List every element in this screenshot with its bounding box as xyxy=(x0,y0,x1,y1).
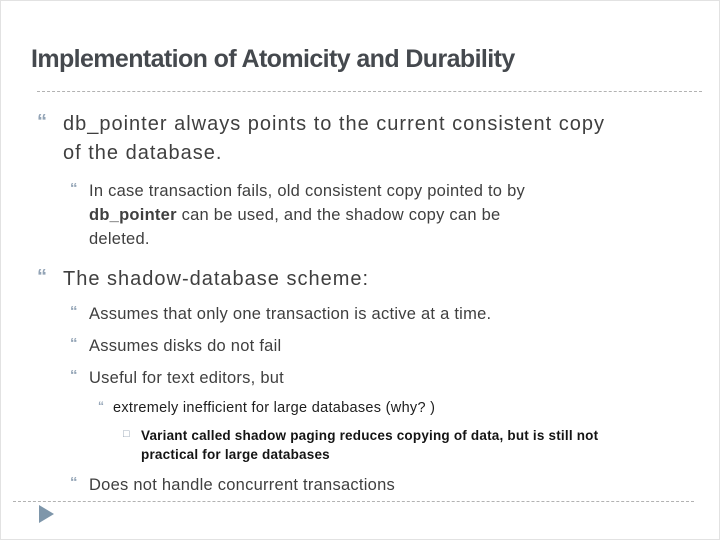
page-title: Implementation of Atomicity and Durabili… xyxy=(31,45,515,73)
quote-bullet-icon: “ xyxy=(70,367,78,384)
list-item-text: In case transaction fails, old consisten… xyxy=(89,179,525,251)
list-item-text: Assumes disks do not fail xyxy=(89,337,282,355)
title-separator-line xyxy=(37,91,702,92)
list-item-text-editors: “ Useful for text editors, but xyxy=(37,366,703,390)
quote-bullet-icon: “ xyxy=(70,303,78,320)
quote-bullet-icon: “ xyxy=(70,474,78,491)
list-item-in-case-transaction: “ In case transaction fails, old consist… xyxy=(37,179,703,251)
text-post: can be used, and the shadow copy can be … xyxy=(89,206,501,248)
slide-body: “ db_pointer always points to the curren… xyxy=(37,105,703,497)
next-slide-arrow-icon xyxy=(39,505,54,523)
list-item-text: Variant called shadow paging reduces cop… xyxy=(141,428,599,462)
square-bullet-icon: □ xyxy=(123,428,130,440)
list-item-text: The shadow-database scheme: xyxy=(63,268,370,290)
list-item-text: Assumes that only one transaction is act… xyxy=(89,305,492,323)
list-item-one-transaction: “ Assumes that only one transaction is a… xyxy=(37,302,703,326)
list-item-disks-do-not-fail: “ Assumes disks do not fail xyxy=(37,334,703,358)
list-item-text: Does not handle concurrent transactions xyxy=(89,476,396,494)
quote-bullet-icon: “ xyxy=(70,180,78,197)
list-item-text: db_pointer always points to the current … xyxy=(63,113,605,164)
quote-bullet-icon: “ xyxy=(98,399,104,413)
db-pointer-emphasis: db_pointer xyxy=(89,206,177,224)
list-item-concurrent-transactions: “ Does not handle concurrent transaction… xyxy=(37,473,703,497)
list-item-db-pointer: “ db_pointer always points to the curren… xyxy=(37,110,703,168)
list-item-text: extremely inefficient for large database… xyxy=(113,400,436,416)
list-item-text: Useful for text editors, but xyxy=(89,369,285,387)
list-item-extremely-inefficient: “ extremely inefficient for large databa… xyxy=(37,398,703,418)
bottom-separator-line xyxy=(13,501,694,502)
list-item-shadow-database-scheme: “ The shadow-database scheme: xyxy=(37,265,703,294)
text-pre: In case transaction fails, old consisten… xyxy=(89,182,525,200)
quote-bullet-icon: “ xyxy=(37,111,47,133)
list-item-shadow-paging-variant: □ Variant called shadow paging reduces c… xyxy=(37,426,703,464)
quote-bullet-icon: “ xyxy=(37,266,47,288)
quote-bullet-icon: “ xyxy=(70,335,78,352)
